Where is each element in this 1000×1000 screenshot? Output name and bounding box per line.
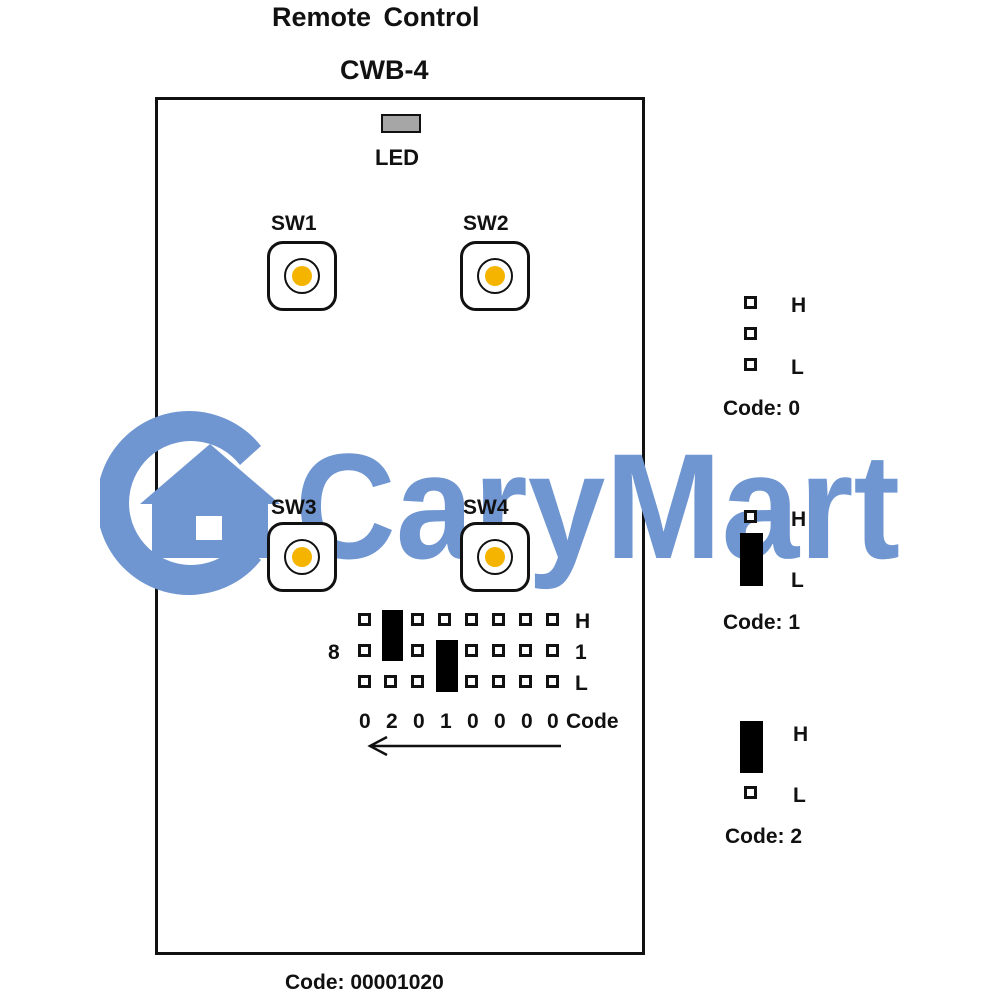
footer-code: Code: 00001020 <box>285 971 444 994</box>
sw1-button[interactable] <box>267 241 337 311</box>
legend-high-label: H <box>793 723 809 746</box>
sw3-button[interactable] <box>267 522 337 592</box>
carymart-watermark: CaryMart <box>100 411 900 595</box>
dip-jumper-col4[interactable] <box>436 640 458 692</box>
dip-pin <box>546 675 559 688</box>
led-label: LED <box>375 145 419 170</box>
dip-pin <box>358 644 371 657</box>
legend-pin <box>744 510 757 523</box>
sw4-button-cap <box>485 547 505 567</box>
dip-row-label-l: L <box>575 672 588 695</box>
sw2-button[interactable] <box>460 241 530 311</box>
carymart-logo-icon <box>100 411 280 595</box>
legend-high-label: H <box>791 508 807 531</box>
sw4-button[interactable] <box>460 522 530 592</box>
code-digit: 1 <box>440 710 452 733</box>
code-digit: 0 <box>521 710 533 733</box>
dip-pin <box>358 675 371 688</box>
sw4-button-ring <box>477 539 513 575</box>
led-indicator <box>381 114 421 133</box>
dip-left-label: 8 <box>328 641 340 664</box>
legend-caption: Code: 1 <box>723 611 801 634</box>
legend-jumper <box>740 533 763 586</box>
legend-pin <box>744 358 757 371</box>
sw3-label: SW3 <box>271 496 317 519</box>
code-label: Code <box>566 710 619 733</box>
dip-pin <box>465 675 478 688</box>
legend-low-label: L <box>791 356 804 379</box>
diagram-title: Remote Control <box>272 2 480 32</box>
model-name: CWB-4 <box>340 55 429 85</box>
sw3-button-ring <box>284 539 320 575</box>
dip-pin <box>546 644 559 657</box>
sw2-button-ring <box>477 258 513 294</box>
dip-pin <box>519 644 532 657</box>
legend-high-label: H <box>791 294 807 317</box>
dip-pin <box>438 613 451 626</box>
legend-pin <box>744 327 757 340</box>
sw2-button-cap <box>485 266 505 286</box>
sw3-button-cap <box>292 547 312 567</box>
code-digit: 0 <box>547 710 559 733</box>
sw1-label: SW1 <box>271 212 317 235</box>
code-digit: 0 <box>467 710 479 733</box>
sw1-button-cap <box>292 266 312 286</box>
legend-caption: Code: 2 <box>725 825 803 848</box>
dip-pin <box>411 675 424 688</box>
code-digit: 2 <box>386 710 398 733</box>
dip-row-label-1: 1 <box>575 641 587 664</box>
sw4-label: SW4 <box>463 496 509 519</box>
legend-caption: Code: 0 <box>723 397 801 420</box>
legend-pin <box>744 786 757 799</box>
dip-row-label-h: H <box>575 610 591 633</box>
carymart-watermark-text: CaryMart <box>295 422 900 590</box>
dip-pin <box>519 613 532 626</box>
code-digit: 0 <box>494 710 506 733</box>
dip-pin <box>492 675 505 688</box>
sw2-label: SW2 <box>463 212 509 235</box>
dip-pin <box>492 613 505 626</box>
dip-pin <box>465 644 478 657</box>
dip-pin <box>411 613 424 626</box>
left-arrow-icon <box>367 735 561 757</box>
dip-pin <box>519 675 532 688</box>
dip-jumper-col2[interactable] <box>382 610 403 661</box>
code-digit: 0 <box>413 710 425 733</box>
dip-pin <box>358 613 371 626</box>
dip-pin <box>465 613 478 626</box>
dip-pin <box>492 644 505 657</box>
legend-low-label: L <box>793 784 806 807</box>
dip-pin <box>411 644 424 657</box>
sw1-button-ring <box>284 258 320 294</box>
legend-pin <box>744 296 757 309</box>
dip-pin <box>384 675 397 688</box>
dip-pin <box>546 613 559 626</box>
code-digit: 0 <box>359 710 371 733</box>
legend-low-label: L <box>791 569 804 592</box>
legend-jumper <box>740 721 763 773</box>
